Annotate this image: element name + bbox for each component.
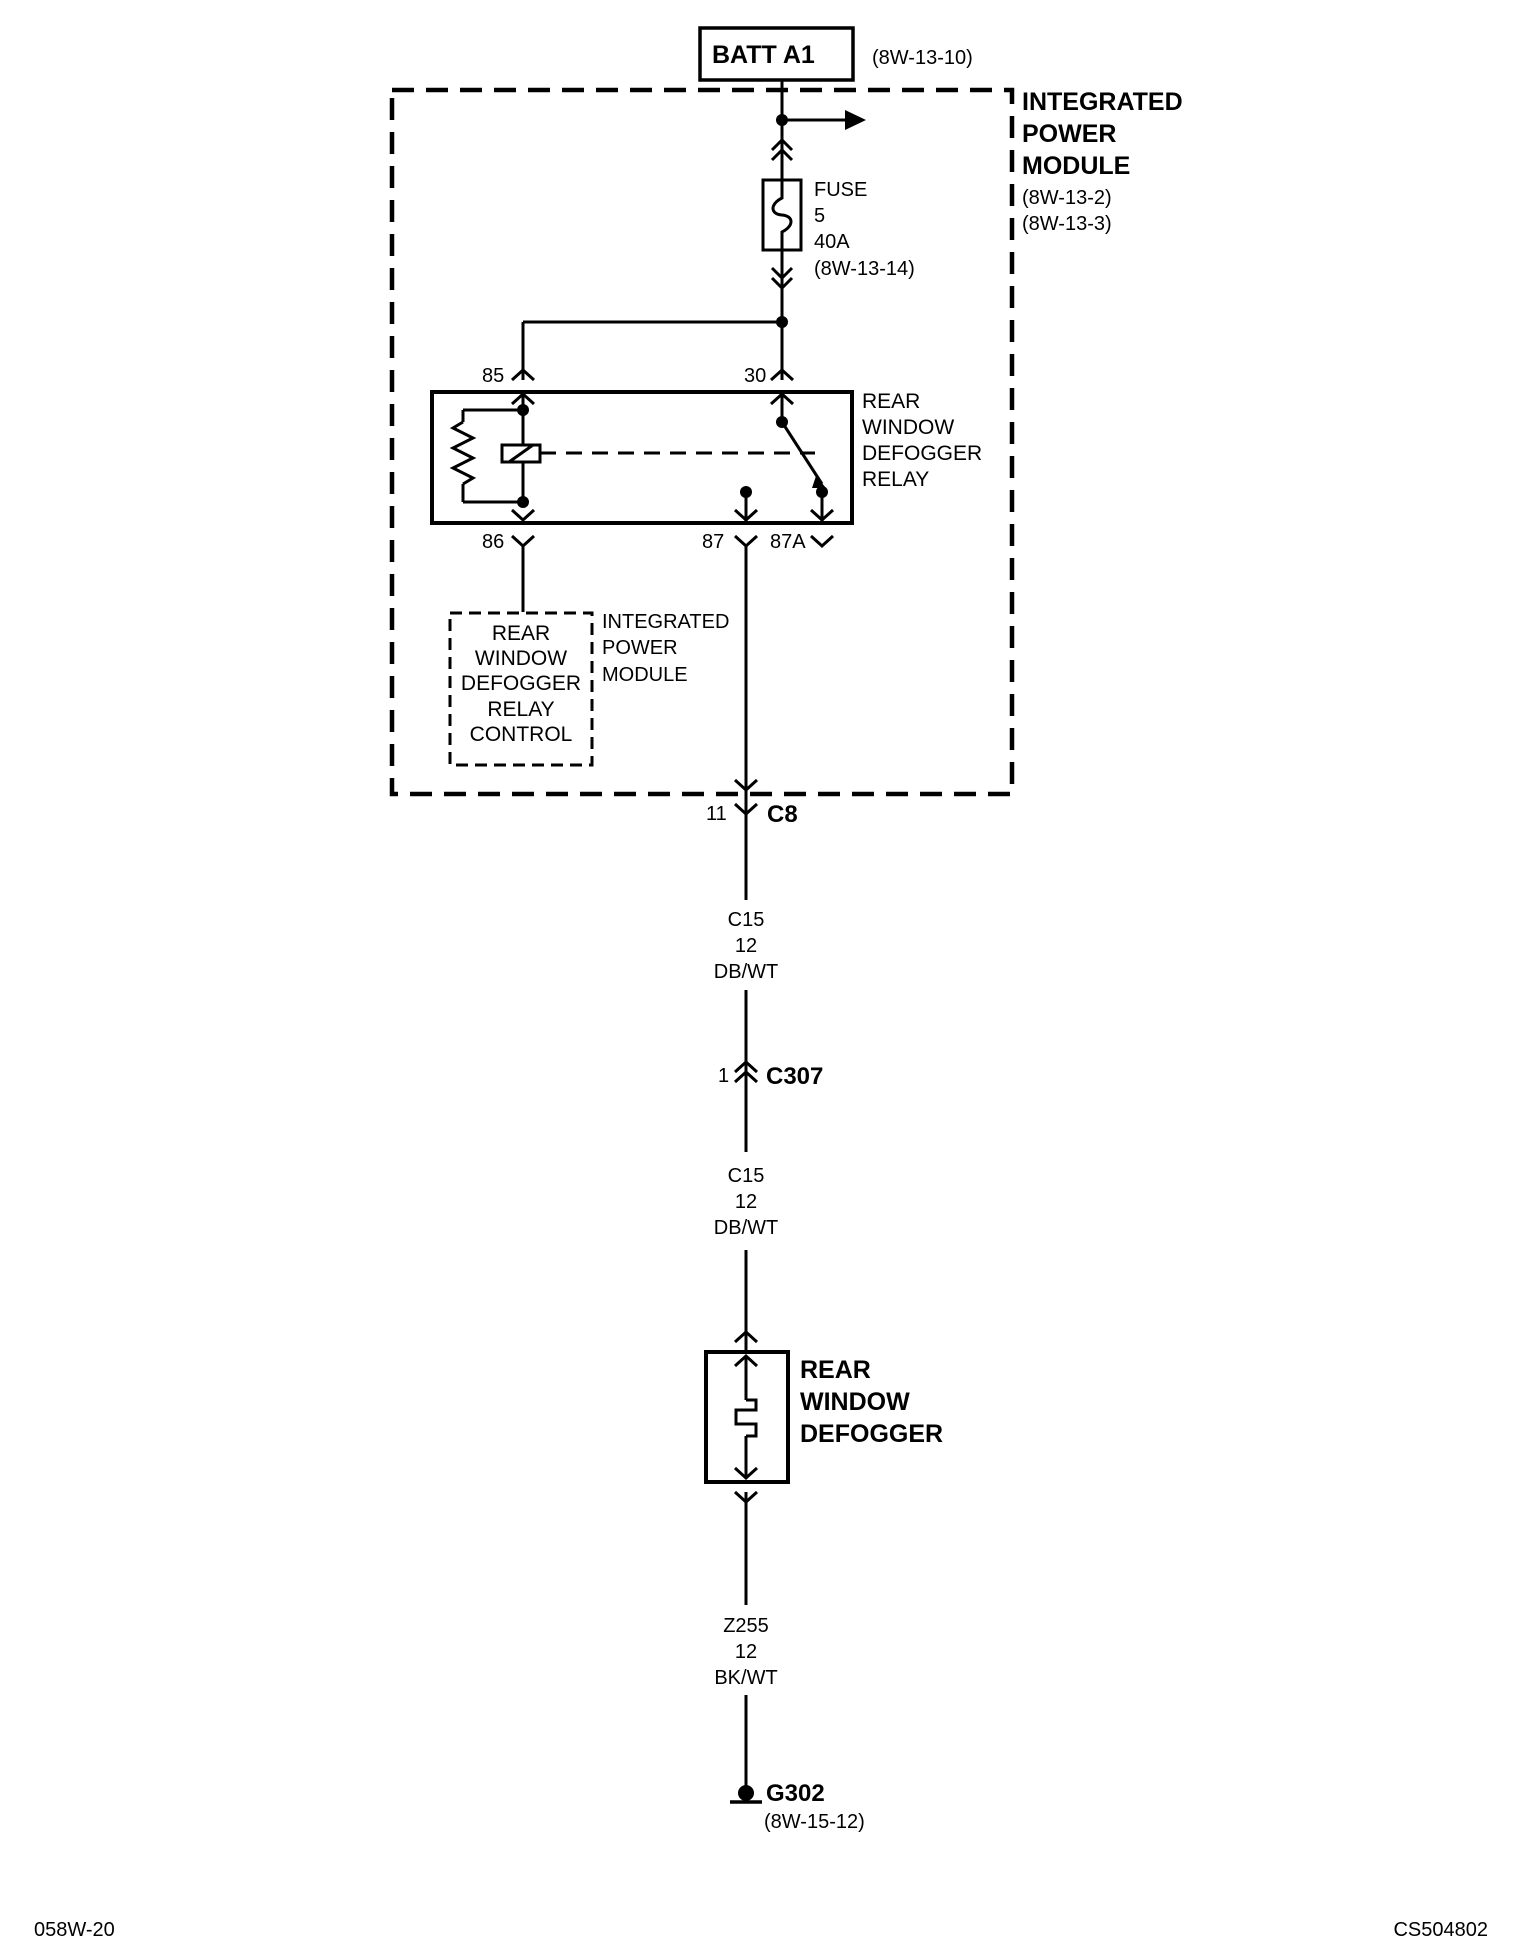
relay-dots — [517, 404, 828, 508]
top-splice — [776, 114, 788, 126]
wire3-circuit: Z255 — [723, 1615, 769, 1637]
relay-control-1: REAR — [492, 622, 550, 645]
relay-control-2: WINDOW — [475, 647, 567, 670]
c8-pin: 11 — [706, 803, 727, 825]
footer-right: CS504802 — [1393, 1919, 1488, 1941]
c307-connector — [733, 995, 759, 1152]
wire1-circuit: C15 — [728, 909, 765, 931]
relay-control-3: DEFOGGER — [461, 672, 581, 695]
defogger-element — [733, 1353, 759, 1481]
footer-left: 058W-20 — [34, 1919, 115, 1941]
pin-85-connector — [510, 367, 536, 382]
relay-control-4: RELAY — [487, 698, 554, 721]
ipm-label-1: INTEGRATED — [1022, 88, 1183, 116]
defogger-box — [704, 1350, 790, 1484]
wire1-gauge: 12 — [735, 935, 757, 957]
relay-label-4: RELAY — [862, 468, 929, 491]
ground-icon — [730, 1785, 762, 1804]
fuse-5 — [761, 178, 803, 252]
pin-87-label: 87 — [702, 531, 724, 553]
batt-ref: (8W-13-10) — [872, 47, 973, 69]
defogger-label-1: REAR — [800, 1356, 871, 1384]
c307-name: C307 — [766, 1063, 823, 1090]
wire2-color: DB/WT — [714, 1217, 778, 1239]
pin-85-label: 85 — [482, 365, 504, 387]
fuse-rating: 40A — [814, 231, 850, 253]
pin-87a-label: 87A — [770, 531, 806, 553]
ground-name: G302 — [766, 1780, 825, 1807]
relay-feed-splice — [776, 316, 788, 328]
pin-30-connector — [769, 367, 795, 382]
fuse-top-connector — [770, 137, 794, 180]
pin-30-label: 30 — [744, 365, 766, 387]
fuse-label-1: FUSE — [814, 179, 867, 201]
ipm-small-2: POWER — [602, 637, 678, 659]
ipm-small-1: INTEGRATED — [602, 611, 729, 633]
relay-box — [430, 390, 854, 525]
relay-control-box — [448, 611, 594, 767]
right-arrow-icon — [845, 110, 866, 130]
wire3-gauge: 12 — [735, 1641, 757, 1663]
relay-label-2: WINDOW — [862, 416, 954, 439]
ipm-small-3: MODULE — [602, 664, 688, 686]
fuse-label-2: 5 — [814, 205, 825, 227]
pin-86-label: 86 — [482, 531, 504, 553]
wire3-color: BK/WT — [714, 1667, 777, 1689]
wire2-circuit: C15 — [728, 1165, 765, 1187]
relay-control-5: CONTROL — [470, 723, 573, 746]
fuse-ref: (8W-13-14) — [814, 258, 915, 280]
ipm-label-2: POWER — [1022, 120, 1116, 148]
lower-pin-connectors — [510, 534, 835, 790]
c8-name: C8 — [767, 801, 798, 828]
fuse-bottom-connector — [770, 250, 794, 291]
ipm-ref-1: (8W-13-2) — [1022, 187, 1112, 209]
ipm-label-3: MODULE — [1022, 152, 1130, 180]
batt-a1-box: BATT A1 — [698, 26, 855, 82]
wire2-gauge: 12 — [735, 1191, 757, 1213]
wire2-lower — [733, 1250, 759, 1350]
c307-pin: 1 — [718, 1065, 729, 1087]
batt-label: BATT A1 — [712, 41, 815, 69]
ipm-outline — [389, 87, 1015, 797]
relay-label-1: REAR — [862, 390, 920, 413]
ground-ref: (8W-15-12) — [764, 1811, 865, 1833]
wire1-color: DB/WT — [714, 961, 778, 983]
defogger-label-3: DEFOGGER — [800, 1420, 943, 1448]
relay-internals — [449, 391, 835, 523]
ipm-ref-2: (8W-13-3) — [1022, 213, 1112, 235]
relay-label-3: DEFOGGER — [862, 442, 982, 465]
defogger-label-2: WINDOW — [800, 1388, 910, 1416]
